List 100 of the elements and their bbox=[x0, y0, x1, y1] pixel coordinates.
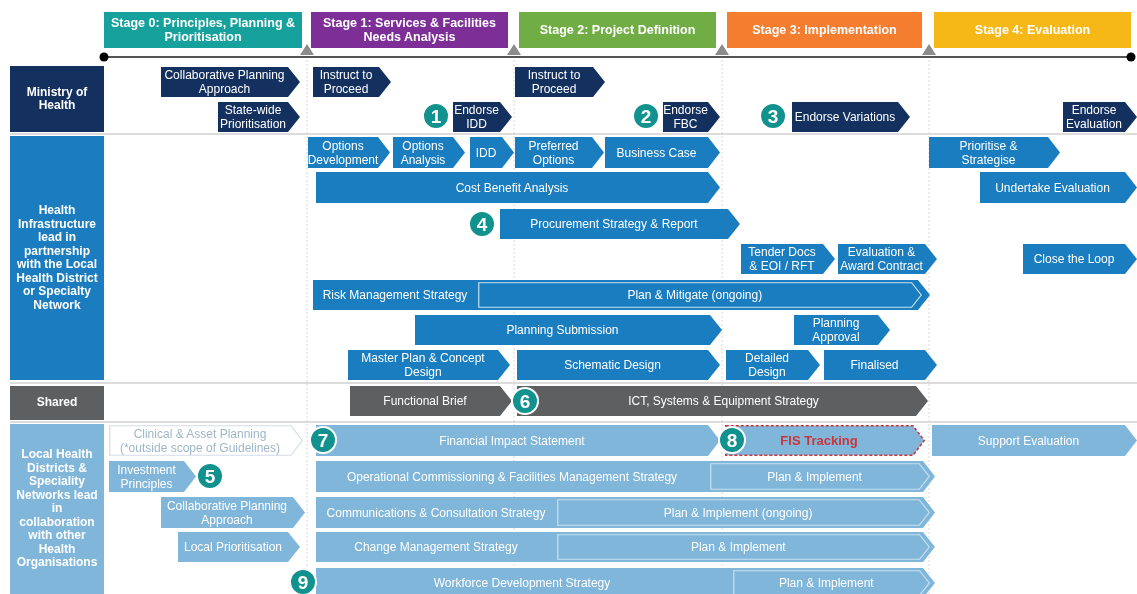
step-label: Clinical & Asset Planning (*outside scope of Guidelines) bbox=[118, 426, 282, 455]
step-label: Local Prioritisation bbox=[183, 540, 282, 554]
process-step bbox=[161, 497, 305, 528]
lane-header: Ministry of Health bbox=[10, 66, 104, 132]
number-badge: 4 bbox=[468, 210, 496, 238]
step-label: Instruct to Proceed bbox=[318, 68, 374, 96]
process-step bbox=[557, 499, 930, 526]
step-label: IDD bbox=[475, 145, 497, 160]
process-step bbox=[792, 102, 910, 132]
stage-header: Stage 3: Implementation bbox=[727, 12, 922, 48]
process-step bbox=[932, 425, 1137, 456]
process-step bbox=[710, 463, 930, 490]
lane-header: Shared bbox=[10, 386, 104, 420]
process-step bbox=[478, 282, 922, 308]
process-step bbox=[316, 532, 935, 562]
step-label: Collaborative Planning Approach bbox=[165, 498, 289, 527]
step-label: Procurement Strategy & Report bbox=[530, 217, 698, 231]
process-step bbox=[1063, 102, 1137, 132]
step-label: Endorse Variations bbox=[794, 110, 896, 124]
process-step bbox=[980, 172, 1137, 203]
process-step bbox=[350, 386, 512, 416]
step-label: Plan & Mitigate (ongoing) bbox=[627, 288, 763, 302]
process-step bbox=[393, 137, 465, 168]
process-step bbox=[308, 137, 390, 168]
process-step bbox=[348, 350, 510, 380]
step-label: Investment Principles bbox=[116, 462, 177, 491]
process-step bbox=[725, 425, 925, 456]
number-badge: 1 bbox=[422, 102, 450, 130]
step-label: Endorse Evaluation bbox=[1065, 103, 1123, 131]
process-step bbox=[500, 209, 740, 239]
step-label: Business Case bbox=[616, 145, 697, 160]
number-badge: 7 bbox=[309, 426, 337, 454]
process-step bbox=[316, 461, 935, 492]
process-step bbox=[109, 425, 303, 456]
step-label: Planning Submission bbox=[506, 323, 619, 337]
number-badge: 5 bbox=[196, 462, 224, 490]
stage-header: Stage 0: Principles, Planning & Prioritisation bbox=[104, 12, 302, 48]
lane-header: Local Health Districts & Speciality Networks lead in collaboration with other Health Organisations bbox=[10, 424, 104, 594]
step-label: Instruct to Proceed bbox=[526, 68, 582, 96]
process-step bbox=[794, 315, 890, 345]
step-label: Undertake Evaluation bbox=[995, 180, 1110, 195]
step-label: Collaborative Planning Approach bbox=[163, 68, 286, 96]
step-label: Endorse FBC bbox=[663, 103, 708, 131]
process-step bbox=[824, 350, 937, 380]
process-step bbox=[313, 280, 930, 310]
step-label: Risk Management Strategy bbox=[322, 288, 468, 302]
process-step bbox=[838, 244, 937, 274]
step-label: Prioritise & Strategise bbox=[958, 138, 1019, 167]
process-step bbox=[517, 386, 928, 416]
process-step bbox=[316, 497, 935, 528]
stage-header: Stage 4: Evaluation bbox=[934, 12, 1131, 48]
step-label: Operational Commissioning & Facilities Management Strategy bbox=[346, 469, 678, 484]
step-label: Preferred Options bbox=[527, 138, 580, 167]
step-label: Close the Loop bbox=[1033, 252, 1115, 266]
step-label: Functional Brief bbox=[383, 394, 467, 408]
process-step bbox=[161, 67, 300, 97]
step-label: Finalised bbox=[850, 358, 899, 372]
process-step bbox=[109, 461, 196, 492]
step-label: ICT, Systems & Equipment Strategy bbox=[628, 394, 819, 408]
process-step bbox=[178, 532, 300, 562]
step-label: Change Management Strategy bbox=[354, 540, 518, 554]
step-label: Communications & Consultation Strategy bbox=[326, 505, 546, 520]
step-label: Options Analysis bbox=[399, 138, 447, 167]
step-label: Options Development bbox=[307, 138, 379, 167]
step-label: Plan & Implement (ongoing) bbox=[663, 505, 813, 520]
process-step bbox=[316, 568, 935, 594]
process-step bbox=[726, 350, 820, 380]
number-badge: 3 bbox=[759, 102, 787, 130]
number-badge: 6 bbox=[511, 387, 539, 415]
process-step bbox=[605, 137, 720, 168]
process-step bbox=[313, 67, 391, 97]
step-label: Evaluation & Award Contract bbox=[840, 245, 923, 273]
process-step bbox=[1023, 244, 1137, 274]
step-label: Endorse IDD bbox=[454, 103, 499, 131]
step-label: Tender Docs & EOI / RFT bbox=[747, 245, 817, 273]
step-label: Schematic Design bbox=[564, 358, 661, 372]
process-step bbox=[316, 172, 720, 203]
lane-header: Health Infrastructure lead in partnership with the Local Health District or Specialty Network bbox=[10, 136, 104, 380]
process-step bbox=[733, 570, 930, 594]
process-step bbox=[470, 137, 514, 168]
process-step bbox=[663, 102, 720, 132]
step-label: Support Evaluation bbox=[977, 433, 1080, 448]
process-step bbox=[517, 350, 720, 380]
process-step bbox=[929, 137, 1060, 168]
step-label: Detailed Design bbox=[744, 351, 790, 379]
stage-header: Stage 2: Project Definition bbox=[519, 12, 716, 48]
step-label: Workforce Development Strategy bbox=[433, 576, 611, 590]
step-label: Plan & Implement bbox=[767, 469, 862, 484]
step-label: Master Plan & Concept Design bbox=[360, 351, 486, 379]
process-step bbox=[316, 425, 720, 456]
process-step bbox=[218, 102, 300, 132]
step-label: Planning Approval bbox=[811, 316, 861, 344]
step-label: Plan & Implement bbox=[690, 540, 786, 554]
process-step bbox=[415, 315, 722, 345]
step-label: Cost Benefit Analysis bbox=[455, 180, 569, 195]
process-step bbox=[453, 102, 512, 132]
step-label: Financial Impact Statement bbox=[439, 433, 585, 448]
step-label: FIS Tracking bbox=[780, 433, 858, 448]
number-badge: 8 bbox=[718, 426, 746, 454]
process-step bbox=[741, 244, 835, 274]
